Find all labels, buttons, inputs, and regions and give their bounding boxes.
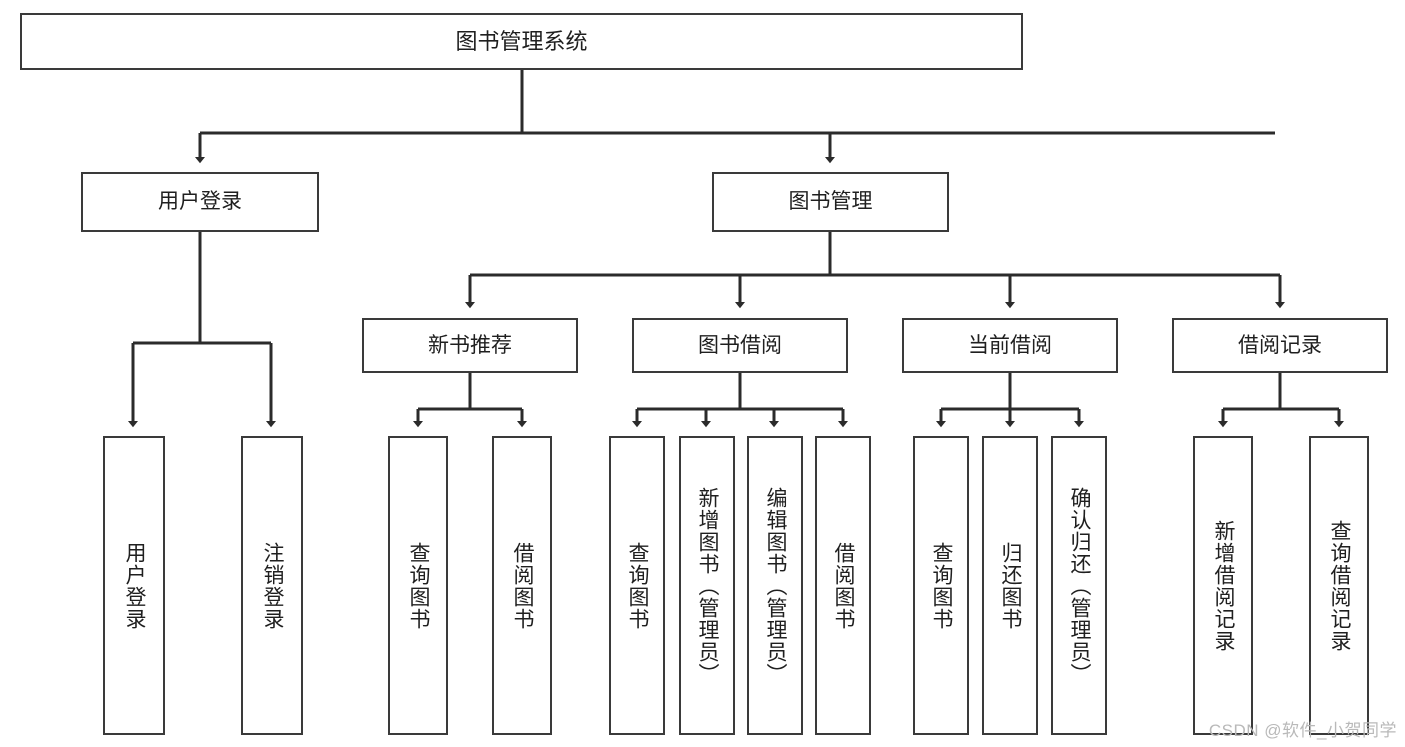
leaf-borrow-query-book[interactable]: 查询图书 (609, 436, 665, 735)
node-user-login[interactable]: 用户登录 (81, 172, 319, 232)
node-root-system[interactable]: 图书管理系统 (20, 13, 1023, 70)
node-label: 查询图书 (626, 541, 650, 630)
node-label: 查询图书 (407, 541, 431, 630)
leaf-borrow-edit-book-admin[interactable]: 编辑图书（管理员） (747, 436, 803, 735)
node-label: 新书推荐 (428, 333, 512, 357)
node-book-borrow[interactable]: 图书借阅 (632, 318, 848, 373)
node-borrow-record[interactable]: 借阅记录 (1172, 318, 1388, 373)
leaf-user-login-logout[interactable]: 注销登录 (241, 436, 303, 735)
node-label: 用户登录 (123, 541, 147, 630)
node-label: 借阅记录 (1238, 333, 1322, 357)
leaf-recommend-query-book[interactable]: 查询图书 (388, 436, 448, 735)
node-label: 借阅图书 (832, 541, 856, 630)
node-label: 图书管理系统 (455, 28, 588, 54)
node-label: 图书借阅 (698, 333, 782, 357)
leaf-current-query-book[interactable]: 查询图书 (913, 436, 969, 735)
node-label: 编辑图书（管理员） (764, 486, 788, 685)
node-label: 归还图书 (999, 541, 1023, 630)
leaf-recommend-borrow-book[interactable]: 借阅图书 (492, 436, 552, 735)
leaf-borrow-add-book-admin[interactable]: 新增图书（管理员） (679, 436, 735, 735)
node-label: 确认归还（管理员） (1068, 486, 1092, 685)
leaf-user-login-login[interactable]: 用户登录 (103, 436, 165, 735)
node-label: 查询借阅记录 (1328, 519, 1352, 652)
node-label: 当前借阅 (968, 333, 1052, 357)
node-label: 图书管理 (788, 190, 873, 214)
node-label: 新增借阅记录 (1212, 519, 1236, 652)
node-label: 查询图书 (930, 541, 954, 630)
node-current-borrow[interactable]: 当前借阅 (902, 318, 1118, 373)
leaf-record-query-record[interactable]: 查询借阅记录 (1309, 436, 1369, 735)
leaf-record-add-record[interactable]: 新增借阅记录 (1193, 436, 1253, 735)
node-new-book-recommend[interactable]: 新书推荐 (362, 318, 578, 373)
leaf-current-confirm-return-admin[interactable]: 确认归还（管理员） (1051, 436, 1107, 735)
node-label: 注销登录 (261, 541, 285, 630)
node-book-management[interactable]: 图书管理 (712, 172, 949, 232)
leaf-borrow-borrow-book[interactable]: 借阅图书 (815, 436, 871, 735)
node-label: 新增图书（管理员） (696, 486, 720, 685)
node-label: 用户登录 (158, 190, 242, 214)
node-label: 借阅图书 (511, 541, 535, 630)
leaf-current-return-book[interactable]: 归还图书 (982, 436, 1038, 735)
csdn-watermark: CSDN @软件_小贺同学 (1208, 721, 1397, 740)
